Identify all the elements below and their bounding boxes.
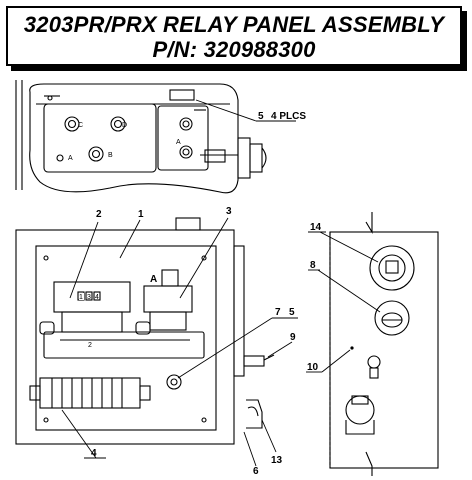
title-line-1: 3203PR/PRX RELAY PANEL ASSEMBLY (23, 12, 445, 37)
leader-line-4 (61, 409, 97, 459)
callout-13: 13 (271, 455, 283, 466)
callout-5-side: 5 (289, 307, 295, 318)
title-box: 3203PR/PRX RELAY PANEL ASSEMBLY P/N: 320… (6, 6, 462, 66)
leader-line-13 (261, 419, 277, 453)
callout-7: 7 (275, 307, 281, 318)
main-panel-view (15, 217, 275, 445)
callout-9: 9 (290, 332, 296, 343)
leader-line-7 (177, 317, 273, 379)
leader-line-3 (179, 217, 229, 299)
terminal-label-a-bottom: A (68, 155, 73, 162)
callout-3: 3 (226, 206, 232, 217)
callout-4: 4 (91, 448, 97, 459)
leader-line-9 (267, 341, 293, 358)
callout-1: 1 (138, 209, 144, 220)
leader-line-5-top (195, 99, 257, 122)
callout-2: 2 (96, 209, 102, 220)
callout-4-plcs: 4 PLCS (271, 111, 306, 122)
callout-5-top: 5 (258, 111, 264, 122)
top-detail-view (15, 80, 267, 194)
leader-line-2 (69, 221, 99, 299)
callout-6: 6 (253, 466, 259, 477)
terminal-label-c: C (78, 122, 83, 129)
relay-marking-a: A (150, 274, 157, 285)
relay-contact-1 (79, 293, 84, 300)
title-line-2: P/N: 320988300 (152, 37, 316, 62)
leader-line-14 (319, 231, 379, 263)
side-view (329, 212, 439, 476)
base-label-2: 2 (88, 342, 92, 349)
callout-10: 10 (307, 362, 319, 373)
leader-line-6 (243, 431, 257, 467)
terminal-label-d: D (122, 122, 127, 129)
relay-contact-label-4: 4 (95, 294, 99, 301)
leader-line-10 (321, 349, 351, 373)
relay-contact-label-3: 3 (87, 294, 91, 301)
callout-8: 8 (310, 260, 316, 271)
terminal-label-b: B (108, 152, 113, 159)
callout-14: 14 (310, 222, 322, 233)
side-view-dot (350, 346, 354, 350)
leader-line-8 (317, 269, 381, 313)
terminal-label-a-top: A (176, 139, 181, 146)
relay-contact-label-1: 1 (79, 294, 83, 301)
leader-line-1 (119, 219, 141, 259)
